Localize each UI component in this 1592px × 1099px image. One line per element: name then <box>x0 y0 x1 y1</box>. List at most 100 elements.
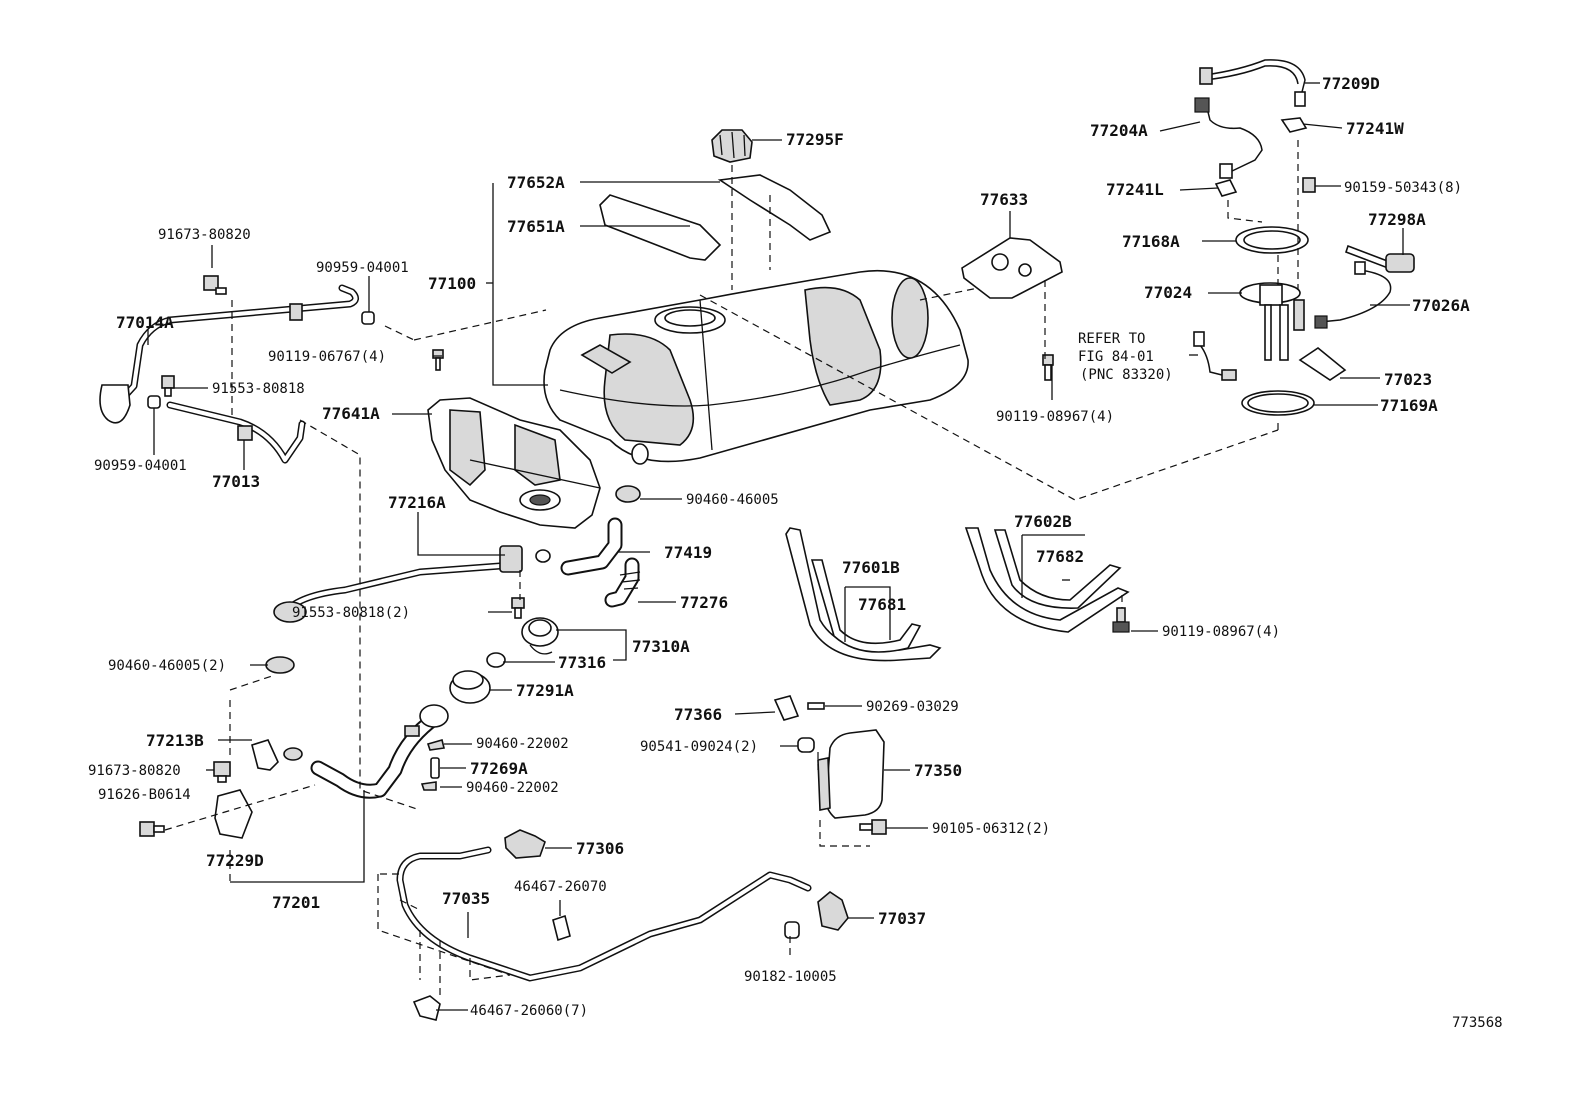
label-77682: 77682 <box>1036 547 1084 566</box>
screw-90105-06312 <box>859 819 887 835</box>
bolt-91553-80818-b <box>511 597 525 619</box>
label-77100: 77100 <box>428 274 476 293</box>
bolt-91673-80820-a <box>203 275 227 295</box>
clamp-90460-46005-b <box>265 656 295 674</box>
label-77419: 77419 <box>664 543 712 562</box>
label-77013: 77013 <box>212 472 260 491</box>
tank-protector-77641A <box>427 397 601 529</box>
label-77291A: 77291A <box>516 681 574 700</box>
filler-pipe-77201 <box>310 704 449 799</box>
label-90119-06767: 90119-06767(4) <box>268 349 386 365</box>
label-77209D: 77209D <box>1322 74 1380 93</box>
clamp-90460-22002-a <box>426 739 445 751</box>
label-77241L: 77241L <box>1106 180 1164 199</box>
cable-77035 <box>396 846 812 982</box>
label-90460-22002-b: 90460-22002 <box>466 780 559 796</box>
label-91553-80818-a: 91553-80818 <box>212 381 305 397</box>
label-77037: 77037 <box>878 909 926 928</box>
filler-cap-77291A <box>449 670 491 704</box>
label-90959-04001-a: 90959-04001 <box>316 260 409 276</box>
label-77316: 77316 <box>558 653 606 672</box>
bolt-91553-80818-a <box>161 375 175 397</box>
tube-77014A <box>99 284 359 424</box>
reference-note-line1: REFER TO <box>1078 331 1145 347</box>
bracket-77229D <box>214 789 253 839</box>
bracket-77366 <box>773 695 800 721</box>
screw-90159-50343 <box>1302 177 1316 193</box>
label-91626-B0614: 91626-B0614 <box>98 787 191 803</box>
label-77310A: 77310A <box>632 637 690 656</box>
hose-77276 <box>604 557 641 608</box>
label-77350: 77350 <box>914 761 962 780</box>
bolt-90119-08967-a <box>1042 354 1054 381</box>
hose-clamp-90959-04001-a <box>361 311 375 325</box>
label-77216A: 77216A <box>388 493 446 512</box>
label-90182-10005: 90182-10005 <box>744 969 837 985</box>
fuel-door-77350 <box>817 729 885 819</box>
label-77641A: 77641A <box>322 404 380 423</box>
bracket-77633 <box>961 237 1063 299</box>
label-46467-26060: 46467-26060(7) <box>470 1003 588 1019</box>
tank-band-77601B <box>785 527 942 662</box>
gasket-77316 <box>486 652 506 668</box>
label-90460-46005-b: 90460-46005(2) <box>108 658 226 674</box>
label-77276: 77276 <box>680 593 728 612</box>
fuel-pump-area <box>1193 59 1415 416</box>
bolt-90119-06767 <box>432 349 444 371</box>
label-90119-08967-b: 90119-08967(4) <box>1162 624 1280 640</box>
label-77298A: 77298A <box>1368 210 1426 229</box>
clip-46467-26060 <box>412 995 441 1021</box>
clip-46467-26070 <box>552 914 571 942</box>
bolt-90119-08967-b <box>1112 607 1130 633</box>
clamp-90460-46005-a <box>615 485 641 503</box>
label-77295F: 77295F <box>786 130 844 149</box>
label-77651A: 77651A <box>507 217 565 236</box>
label-77229D: 77229D <box>206 851 264 870</box>
label-90119-08967-a: 90119-08967(4) <box>996 409 1114 425</box>
reference-note-line3: (PNC 83320) <box>1080 367 1173 383</box>
label-77602B: 77602B <box>1014 512 1072 531</box>
bolt-91626-B0614 <box>139 821 165 837</box>
hose-clamp-90959-04001-b <box>147 395 161 409</box>
label-77024: 77024 <box>1144 283 1192 302</box>
lock-77037 <box>817 891 849 931</box>
label-77306: 77306 <box>576 839 624 858</box>
label-90460-22002-a: 90460-22002 <box>476 736 569 752</box>
label-77601B: 77601B <box>842 558 900 577</box>
labels: 77209D 77204A 77241W 77241L 90159-50343(… <box>88 74 1503 1031</box>
label-77204A: 77204A <box>1090 121 1148 140</box>
label-91553-80818-b: 91553-80818(2) <box>292 605 410 621</box>
bumper-90541-09024 <box>797 737 815 753</box>
label-90460-46005-a: 90460-46005 <box>686 492 779 508</box>
clamp-77213B <box>283 747 303 761</box>
tube-77013 <box>166 401 306 464</box>
label-90959-04001-b: 90959-04001 <box>94 458 187 474</box>
hose-77419 <box>560 517 623 576</box>
insulator-77651A <box>599 194 722 261</box>
fuel-tank-77100 <box>543 270 969 465</box>
label-77035: 77035 <box>442 889 490 908</box>
label-90541-09024: 90541-09024(2) <box>640 739 758 755</box>
label-90105-06312: 90105-06312(2) <box>932 821 1050 837</box>
clamp-90460-22002-b <box>420 781 437 791</box>
label-91673-80820-b: 91673-80820 <box>88 763 181 779</box>
label-77201: 77201 <box>272 893 320 912</box>
assembly-lines <box>164 140 1299 1000</box>
label-77366: 77366 <box>674 705 722 724</box>
label-77213B: 77213B <box>146 731 204 750</box>
label-77269A: 77269A <box>470 759 528 778</box>
label-77241W: 77241W <box>1346 119 1404 138</box>
label-90159-50343: 90159-50343(8) <box>1344 180 1462 196</box>
grommet-90182-10005 <box>784 921 800 939</box>
figure-id: 773568 <box>1452 1015 1503 1031</box>
label-77014A: 77014A <box>116 313 174 332</box>
label-91673-80820-a: 91673-80820 <box>158 227 251 243</box>
bolt-91673-80820-b <box>213 761 231 783</box>
label-77652A: 77652A <box>507 173 565 192</box>
insulator-77652A <box>717 174 832 241</box>
lever-77306 <box>504 829 546 859</box>
label-77023: 77023 <box>1384 370 1432 389</box>
grommet-77295F <box>711 129 753 163</box>
breather-tube-77216A <box>273 545 551 623</box>
